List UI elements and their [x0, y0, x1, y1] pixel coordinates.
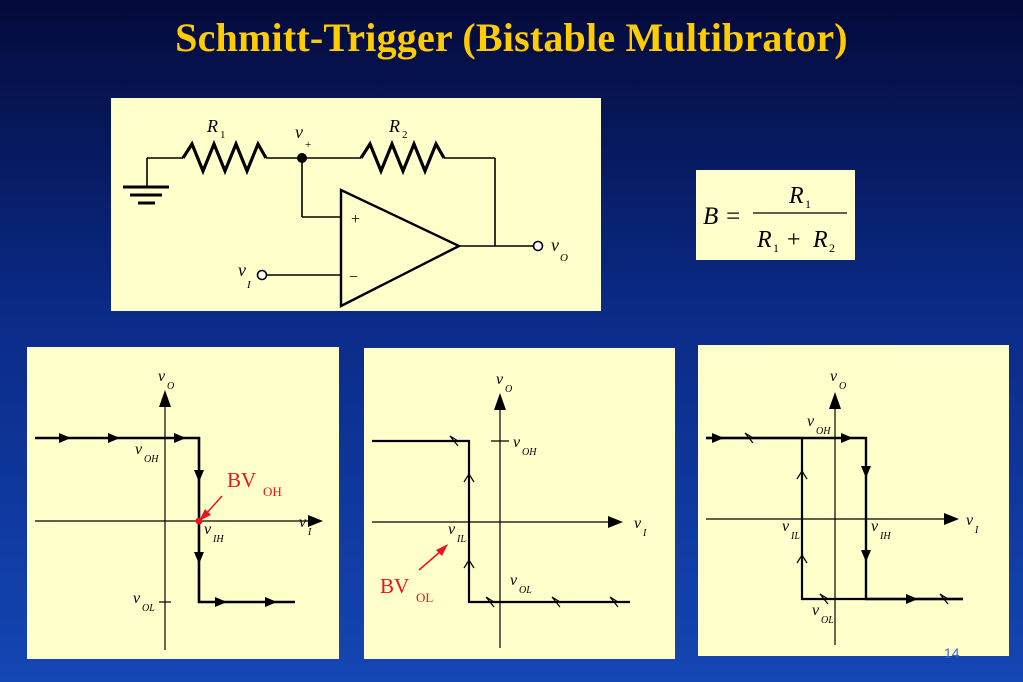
transfer-curve: [372, 439, 630, 604]
resistor-r2: [359, 139, 446, 176]
slide-title: Schmitt-Trigger (Bistable Multibrator): [175, 15, 848, 60]
vplus-label: v: [295, 122, 303, 142]
vih-label: v: [871, 518, 879, 535]
svg-text:OH: OH: [144, 454, 159, 465]
falling-path: [706, 436, 963, 601]
svg-text:I: I: [642, 528, 647, 539]
formula-den-b: R: [812, 227, 828, 253]
voh-label: v: [135, 441, 143, 458]
svg-text:OL: OL: [142, 603, 155, 614]
svg-text:IH: IH: [212, 534, 224, 545]
vo-axis-arrow: [159, 390, 171, 407]
voh-label: v: [513, 434, 521, 451]
bvoh-subscript: OH: [263, 484, 282, 499]
formula-den-a: R: [756, 227, 772, 253]
plus-input-sign: +: [351, 211, 360, 228]
output-terminal: [532, 240, 544, 252]
svg-text:IH: IH: [879, 531, 891, 542]
r2-label: R: [388, 116, 400, 136]
vo-label: v: [830, 368, 838, 385]
vil-label: v: [448, 521, 456, 538]
hysteresis-plot: v O v I v OH v IL v IH v OL: [698, 345, 1009, 656]
vil-label: v: [782, 518, 790, 535]
schmitt-trigger-circuit: + − R 1 R 2 v + v I v O: [111, 98, 601, 311]
vout-label: v: [551, 235, 559, 255]
bvol-label: BV: [380, 574, 409, 598]
resistor-r1: [181, 139, 268, 176]
formula-den-a-sub: 1: [773, 241, 779, 255]
vplus-subscript: +: [305, 139, 311, 151]
vol-label: v: [812, 602, 820, 619]
vin-subscript: I: [246, 279, 252, 291]
formula-lhs: B =: [703, 203, 741, 230]
svg-text:OL: OL: [519, 585, 532, 596]
svg-text:I: I: [974, 525, 979, 536]
r1-label: R: [206, 116, 218, 136]
svg-text:OL: OL: [821, 615, 834, 626]
svg-text:I: I: [307, 527, 312, 538]
annotation-pointer: [418, 550, 442, 571]
input-terminal: [256, 269, 268, 281]
vi-label: v: [634, 515, 642, 532]
bvoh-label: BV: [227, 468, 256, 492]
bvol-subscript: OL: [416, 590, 433, 605]
svg-text:OH: OH: [816, 426, 831, 437]
vin-label: v: [238, 260, 246, 280]
page-number: 14: [944, 645, 960, 661]
voh-label: v: [807, 413, 815, 430]
formula-num-sub: 1: [805, 197, 811, 211]
transfer-plot-rising: BV OH v O v I v OH v IH v OL: [27, 347, 339, 659]
vi-axis-arrow: [308, 515, 323, 527]
vplus-node: [297, 153, 307, 163]
r2-subscript: 2: [402, 129, 408, 141]
vi-label: v: [966, 512, 974, 529]
vo-label: v: [496, 371, 504, 388]
vo-label: v: [158, 368, 166, 385]
svg-text:IL: IL: [456, 534, 466, 545]
svg-text:OH: OH: [522, 447, 537, 458]
vol-label: v: [510, 572, 518, 589]
svg-text:O: O: [839, 381, 846, 392]
vout-subscript: O: [560, 252, 568, 264]
vol-label: v: [133, 590, 141, 607]
feedback-factor-formula: B = R 1 R 1 + R 2: [696, 170, 855, 260]
svg-text:O: O: [167, 381, 174, 392]
svg-text:IL: IL: [790, 531, 800, 542]
circuit-diagram: + − R 1 R 2 v + v I v O: [123, 116, 568, 308]
formula-den-plus: +: [787, 227, 801, 253]
transfer-plot-falling: BV OL v O v I v OH v IL v OL: [364, 348, 675, 659]
svg-text:O: O: [505, 384, 512, 395]
vi-label: v: [299, 514, 307, 531]
formula-num: R: [788, 183, 804, 209]
op-amp: [339, 188, 462, 308]
formula-den-b-sub: 2: [829, 241, 835, 255]
r1-subscript: 1: [220, 129, 226, 141]
minus-input-sign: −: [349, 269, 358, 286]
vih-label: v: [204, 521, 212, 538]
